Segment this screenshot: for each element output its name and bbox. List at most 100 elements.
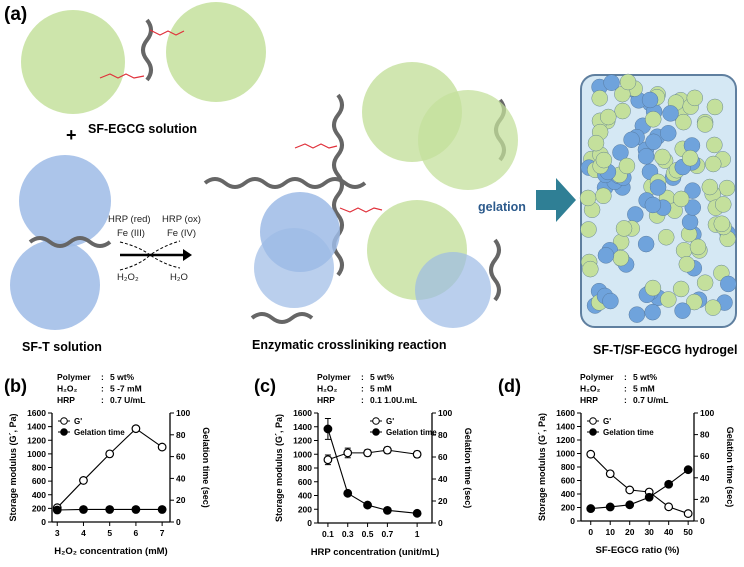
y-tick-label: 0: [570, 516, 575, 526]
y-tick-label: 400: [561, 489, 575, 499]
x-tick-label: 1: [415, 529, 420, 539]
particle: [684, 199, 701, 216]
particle: [623, 131, 640, 148]
particle: [644, 279, 662, 297]
particle: [674, 302, 691, 319]
data-point: [683, 509, 693, 518]
particle: [612, 249, 630, 267]
data-point: [105, 505, 115, 514]
data-point: [586, 504, 596, 513]
x-tick-label: 10: [605, 527, 615, 537]
condition-name: Polymer: [57, 372, 91, 382]
data-point: [412, 508, 422, 518]
y-tick-label: 800: [298, 463, 312, 473]
y2-tick-label: 40: [176, 473, 186, 483]
y-tick-label: 0: [307, 518, 312, 528]
condition-name: HRP: [580, 395, 598, 405]
y-tick-label: 1400: [27, 422, 46, 432]
y2-tick-label: 100: [438, 408, 452, 418]
y2-tick-label: 60: [176, 452, 186, 462]
legend-marker: [372, 417, 380, 425]
particle: [686, 293, 703, 311]
x-axis-label: SF-EGCG ratio (%): [596, 545, 680, 556]
y2-tick-label: 20: [438, 496, 448, 506]
particle: [628, 306, 646, 323]
x-tick-label: 30: [644, 527, 654, 537]
particle: [686, 89, 703, 107]
data-point: [131, 505, 141, 514]
legend-label: Gelation time: [74, 428, 125, 437]
hydrogel-particles: [579, 73, 737, 323]
particle: [614, 102, 631, 120]
condition-value: 5 -7 mM: [110, 384, 142, 394]
data-point: [323, 455, 333, 465]
condition-colon: :: [361, 395, 364, 405]
condition-value: 5 wt%: [370, 372, 395, 382]
fe3-label: Fe (III): [117, 228, 145, 239]
y-tick-label: 200: [32, 503, 46, 513]
y2-tick-label: 80: [176, 430, 186, 440]
condition-name: H₂O₂: [57, 384, 78, 394]
linker: [149, 29, 185, 36]
y-tick-label: 1200: [27, 435, 46, 445]
particle: [672, 280, 690, 298]
particle: [644, 303, 661, 321]
particle: [645, 133, 662, 151]
condition-name: HRP: [317, 395, 335, 405]
condition-value: 5 mM: [633, 384, 655, 394]
tyramine-circle: [415, 252, 491, 328]
legend-marker: [60, 428, 68, 436]
y-tick-label: 600: [32, 476, 46, 486]
particle: [580, 221, 597, 238]
egcg-circle: [21, 10, 125, 114]
y-tick-label: 800: [32, 463, 46, 473]
particle: [706, 136, 723, 154]
panel-label: (d): [498, 376, 521, 396]
condition-value: 0.1 1.0U.mL: [370, 395, 417, 405]
y-tick-label: 1600: [293, 408, 312, 418]
condition-colon: :: [101, 395, 104, 405]
particle: [603, 74, 620, 91]
particle: [597, 247, 615, 264]
sf-t-label: SF-T solution: [22, 340, 102, 354]
y2-tick-label: 60: [438, 452, 448, 462]
y2-axis-label: Gelation time (sec): [725, 427, 735, 508]
y-tick-label: 200: [561, 503, 575, 513]
data-point: [664, 479, 674, 489]
y2-tick-label: 20: [700, 494, 710, 504]
y-tick-label: 600: [561, 476, 575, 486]
y2-tick-label: 80: [700, 430, 710, 440]
gelation-arrow: [536, 178, 576, 222]
gelation-label: gelation: [478, 200, 526, 214]
y2-tick-label: 0: [700, 516, 705, 526]
data-point: [605, 469, 615, 479]
y2-tick-label: 40: [700, 473, 710, 483]
y-tick-label: 1000: [293, 449, 312, 459]
particle: [660, 125, 677, 142]
polymer-chain: [28, 236, 112, 248]
legend-marker: [589, 417, 597, 425]
particle: [715, 196, 732, 213]
legend-marker: [372, 428, 380, 436]
series-line: [590, 469, 689, 510]
condition-name: Polymer: [580, 372, 614, 382]
y-axis-label: Storage modulus (G´, Pa): [274, 414, 284, 522]
y-axis-label: Storage modulus (G´, Pa): [537, 413, 547, 521]
data-point: [105, 449, 115, 459]
egcg-circle: [166, 2, 266, 102]
data-point: [382, 505, 392, 515]
x-tick-label: 0.3: [342, 529, 354, 539]
y2-axis-label: Gelation time (sec): [463, 428, 473, 509]
h2o-label: H₂O: [170, 272, 188, 283]
y-tick-label: 1600: [556, 408, 575, 418]
data-point: [625, 500, 635, 510]
linker: [99, 73, 145, 79]
particle: [713, 215, 730, 232]
linker: [294, 143, 338, 149]
data-point: [664, 502, 674, 512]
particle: [637, 148, 655, 165]
y-tick-label: 600: [298, 477, 312, 487]
